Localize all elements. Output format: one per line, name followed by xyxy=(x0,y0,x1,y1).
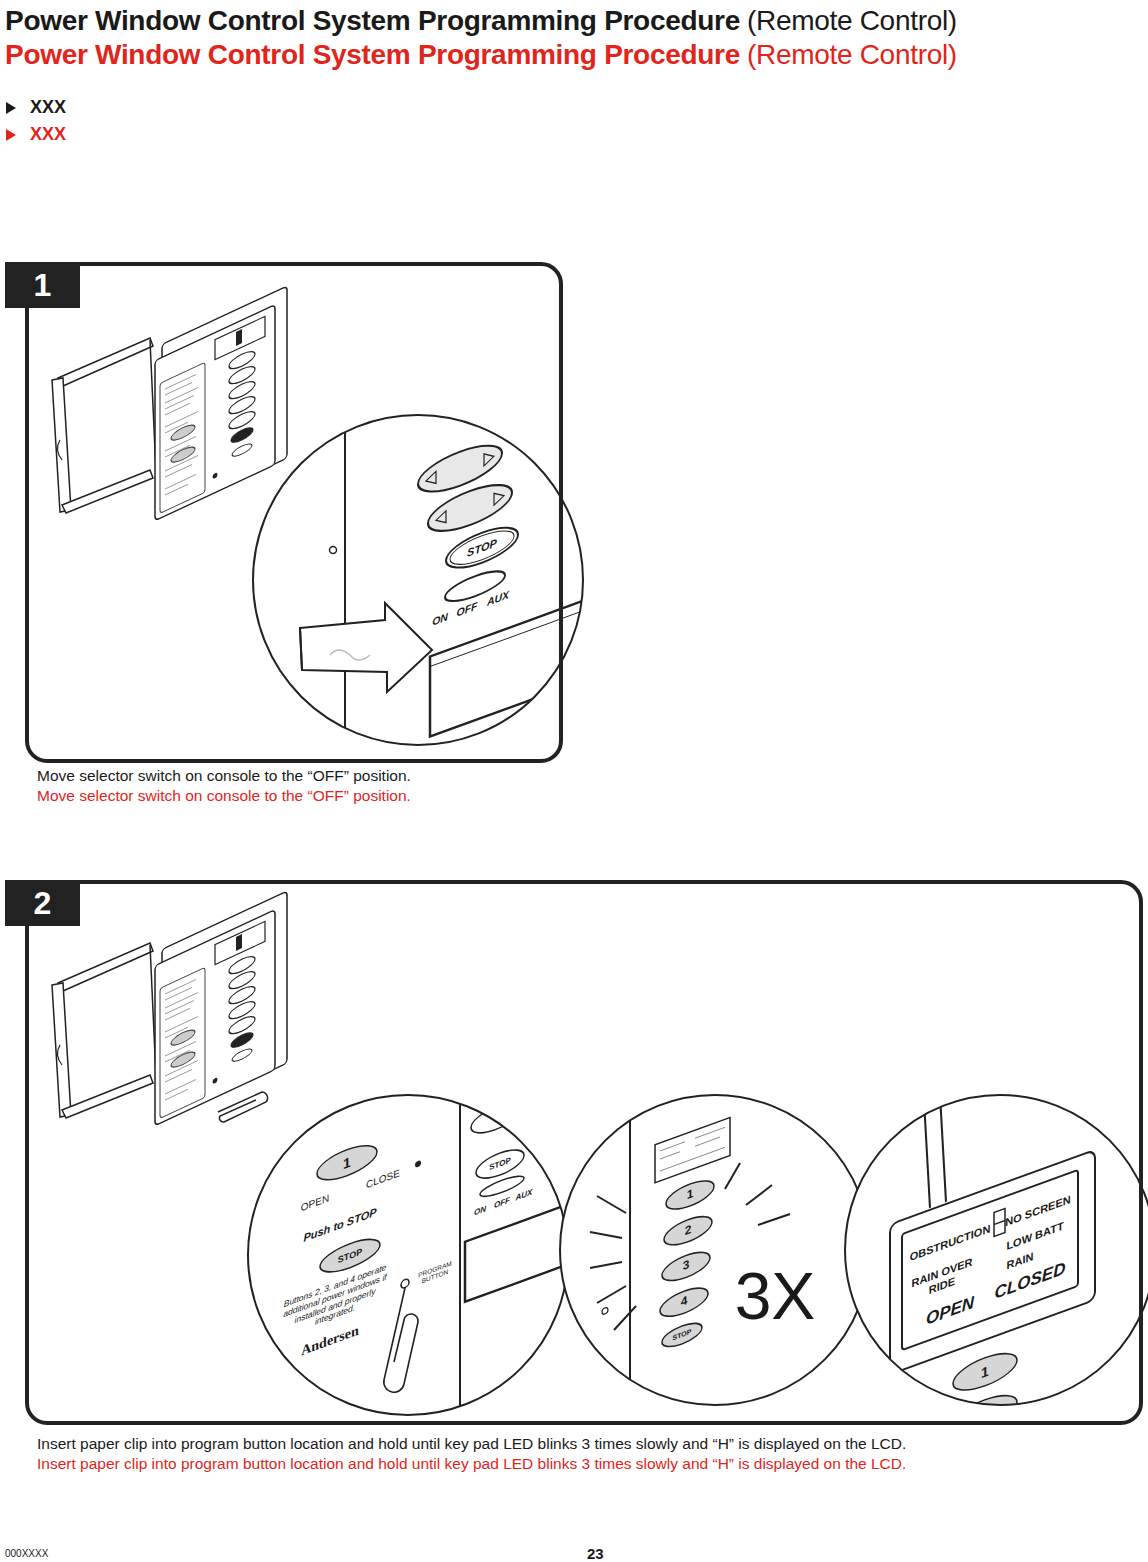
bullet-text: XXX xyxy=(30,97,66,118)
button-label: 1 xyxy=(687,1187,694,1203)
step-panel: 1 xyxy=(25,262,563,763)
heading-suffix: (Remote Control) xyxy=(747,5,957,36)
step-caption: Insert paper clip into program button lo… xyxy=(37,1435,906,1453)
page-heading: Power Window Control System Programming … xyxy=(5,6,957,37)
step-caption: Move selector switch on console to the “… xyxy=(37,767,411,785)
heading-text: Power Window Control System Programming … xyxy=(5,39,740,70)
button-label: 1 xyxy=(981,1362,989,1381)
heading-suffix: (Remote Control) xyxy=(747,39,957,70)
button-label: 1 xyxy=(343,1153,351,1172)
page-number: 23 xyxy=(587,1545,604,1562)
step-caption: Insert paper clip into program button lo… xyxy=(37,1455,906,1473)
document-code: 000XXXX xyxy=(5,1548,48,1560)
step-number: 2 xyxy=(5,880,80,926)
heading-text: Power Window Control System Programming … xyxy=(5,5,740,36)
step-panel: 2 xyxy=(25,880,1143,1425)
button-label: 4 xyxy=(681,1294,688,1310)
step-number: 1 xyxy=(5,262,80,308)
repeat-count: 3X xyxy=(735,1259,816,1335)
step-caption: Move selector switch on console to the “… xyxy=(37,787,411,805)
bullet-text: XXX xyxy=(30,124,66,145)
page-heading-translation: Power Window Control System Programming … xyxy=(5,40,957,71)
button-label: 2 xyxy=(685,1223,692,1239)
